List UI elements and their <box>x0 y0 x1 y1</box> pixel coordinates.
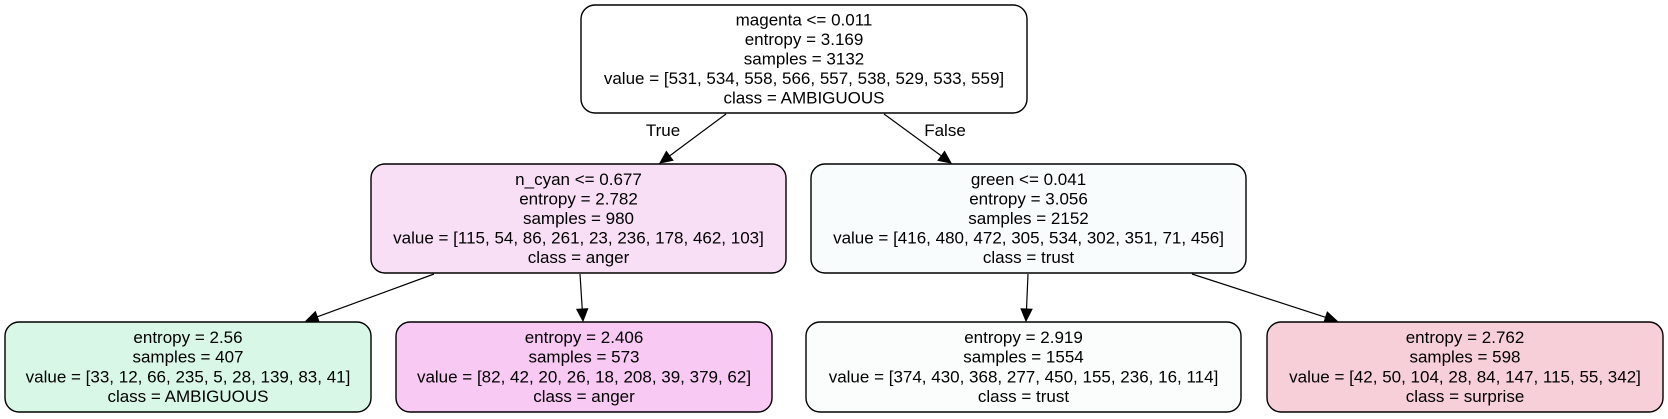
node-text-line: class = anger <box>528 248 630 267</box>
edge-right-to-rl <box>1020 273 1033 323</box>
node-text-line: samples = 407 <box>132 348 243 367</box>
node-box <box>370 163 787 274</box>
node-text-line: class = surprise <box>1406 387 1525 406</box>
edge-label-true: True <box>646 121 680 140</box>
node-box <box>1266 321 1664 413</box>
node-box <box>805 321 1242 413</box>
node-text-line: value = [33, 12, 66, 235, 5, 28, 139, 83… <box>26 367 351 386</box>
edge-line <box>579 273 583 310</box>
node-text-line: class = trust <box>978 387 1069 406</box>
edge-label-false: False <box>924 121 966 140</box>
arrowhead-icon <box>575 308 589 323</box>
arrowhead-icon <box>937 150 952 164</box>
node-text-line: value = [82, 42, 20, 26, 18, 208, 39, 37… <box>417 367 751 386</box>
edge-line <box>1025 273 1029 310</box>
node-box <box>395 321 773 413</box>
node-box <box>580 4 1028 114</box>
node-box <box>4 321 372 413</box>
node-text-line: entropy = 2.56 <box>133 328 242 347</box>
edge-line <box>1191 273 1326 318</box>
edge-left-to-lr <box>575 273 589 323</box>
node-text-line: class = anger <box>533 387 635 406</box>
edge-line <box>317 273 435 318</box>
node-text-line: class = AMBIGUOUS <box>723 89 884 108</box>
node-text-line: entropy = 2.762 <box>1406 328 1525 347</box>
node-text-line: samples = 598 <box>1409 348 1520 367</box>
arrowhead-icon <box>1020 308 1033 323</box>
node-text-line: value = [115, 54, 86, 261, 23, 236, 178,… <box>393 229 764 248</box>
node-text-line: entropy = 3.169 <box>745 30 864 49</box>
arrowhead-icon <box>304 310 320 323</box>
node-text-line: entropy = 2.406 <box>525 328 644 347</box>
arrowhead-icon <box>1323 311 1339 324</box>
node-text-line: n_cyan <= 0.677 <box>515 170 642 189</box>
arrowhead-icon <box>659 150 674 164</box>
edge-line <box>669 113 727 157</box>
node-text-line: magenta <= 0.011 <box>736 10 873 29</box>
node-text-line: value = [374, 430, 368, 277, 450, 155, 2… <box>829 367 1219 386</box>
node-text-line: class = trust <box>983 248 1074 267</box>
node-text-line: samples = 1554 <box>963 348 1084 367</box>
edge-left-to-ll <box>304 273 435 323</box>
node-text-line: value = [531, 534, 558, 566, 557, 538, 5… <box>604 69 1004 88</box>
edge-right-to-rr <box>1191 273 1339 324</box>
node-text-line: samples = 2152 <box>968 209 1089 228</box>
node-text-line: samples = 573 <box>528 348 639 367</box>
node-text-line: samples = 3132 <box>744 49 865 68</box>
node-text-line: entropy = 2.919 <box>964 328 1083 347</box>
edge-root-to-left: True <box>646 113 727 164</box>
node-text-line: green <= 0.041 <box>971 170 1086 189</box>
node-text-line: samples = 980 <box>523 209 634 228</box>
node-text-line: class = AMBIGUOUS <box>107 387 268 406</box>
edge-root-to-right: False <box>883 113 966 164</box>
node-text-line: entropy = 3.056 <box>969 189 1088 208</box>
node-box <box>810 163 1247 274</box>
node-text-line: value = [416, 480, 472, 305, 534, 302, 3… <box>833 229 1224 248</box>
edge-line <box>883 113 942 157</box>
node-text-line: value = [42, 50, 104, 28, 84, 147, 115, … <box>1289 367 1641 386</box>
node-text-line: entropy = 2.782 <box>519 189 638 208</box>
